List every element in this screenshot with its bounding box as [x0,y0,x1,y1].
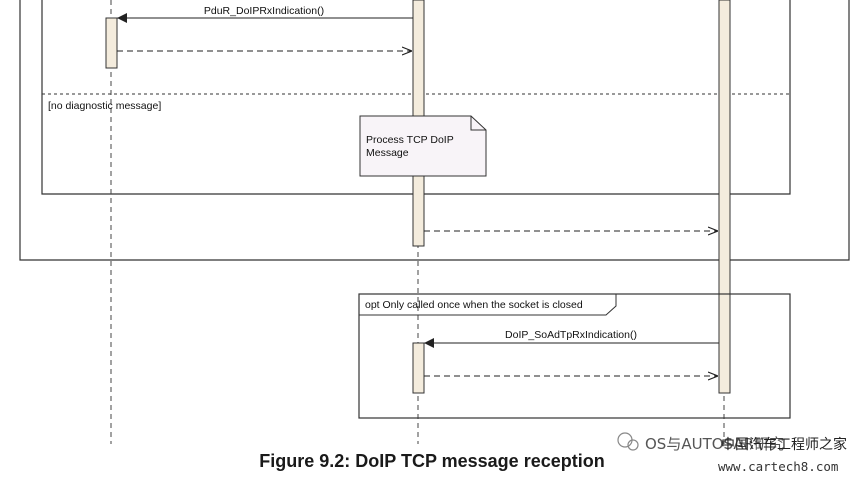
message-label-pdur-rx-indication: PduR_DoIPRxIndication() [204,5,324,17]
wechat-icon-bubble [627,439,639,451]
message-label-soad-tp-rx-indication: DoIP_SoAdTpRxIndication() [505,329,637,341]
guard-no-diagnostic: [no diagnostic message] [48,100,161,112]
note-line-1: Process TCP DoIP [366,134,454,146]
watermark-site-name: 中国汽车工程师之家 [721,436,847,453]
figure-caption: Figure 9.2: DoIP TCP message reception [259,451,604,471]
watermark-brand: OS与AUTOSAR研究 [645,435,784,453]
opt-fragment-tab [359,293,617,316]
note-line-2: Message [366,147,409,159]
watermark-site-url: www.cartech8.com [718,459,838,474]
activation-pdur [105,17,118,69]
activation-doip-opt [412,342,425,394]
wechat-icon [617,432,633,448]
activation-soad-main [718,0,731,394]
opt-fragment-label: opt Only called once when the socket is … [365,299,583,311]
note-process-tcp [359,115,487,177]
watermark: OS与AUTOSAR研究 中国汽车工程师之家 www.cartech8.com [617,432,847,474]
note-fold-corner [470,116,486,131]
outer-fragment-frame [19,0,850,261]
